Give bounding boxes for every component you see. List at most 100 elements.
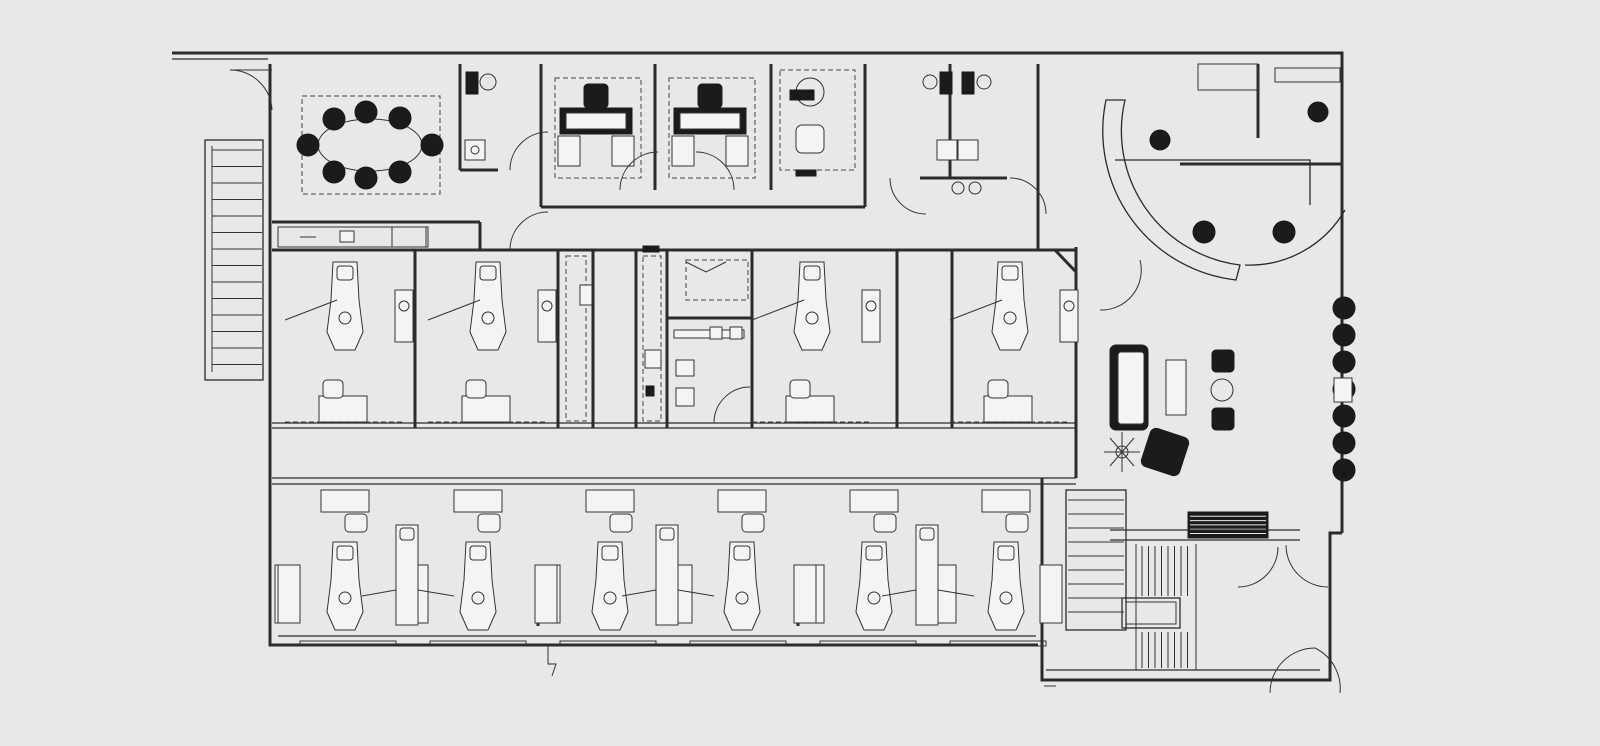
stool [789, 379, 811, 399]
delivery-arm [949, 299, 1003, 321]
desk [318, 395, 368, 423]
sink [1063, 300, 1075, 312]
toilet [675, 359, 695, 377]
cabinet [725, 135, 749, 167]
chair [1149, 129, 1171, 151]
armchair [1211, 407, 1235, 431]
dental-chair [723, 541, 761, 631]
dental-chair [793, 261, 831, 351]
cabinet [537, 289, 557, 343]
chair-base [999, 591, 1013, 605]
doors [229, 69, 1341, 694]
headrest [803, 265, 821, 281]
sink [957, 139, 979, 161]
cabinet [1039, 564, 1063, 624]
cart-head [399, 527, 415, 541]
sink [398, 300, 410, 312]
chair-seat [326, 261, 364, 351]
desk [461, 395, 511, 423]
headrest [997, 545, 1015, 561]
headrest [733, 545, 751, 561]
chair-base [1003, 311, 1017, 325]
sink [936, 139, 958, 161]
conference-chair [296, 133, 320, 157]
conference-chair [420, 133, 444, 157]
headrest [469, 545, 487, 561]
middle-walls [272, 248, 1078, 485]
stool [873, 513, 897, 533]
chair [1192, 220, 1216, 244]
headrest [336, 545, 354, 561]
conference-room [296, 95, 444, 195]
lobby-chair [1332, 404, 1356, 428]
corridor-counter [277, 226, 429, 248]
office-chair [583, 83, 609, 109]
equipment [465, 71, 479, 95]
chair-base [471, 591, 485, 605]
cabinet [394, 289, 414, 343]
chair-seat [987, 541, 1025, 631]
window [949, 640, 1047, 647]
desk [717, 489, 767, 513]
cabinet [861, 289, 881, 343]
dental-chair [991, 261, 1029, 351]
headrest [1001, 265, 1019, 281]
lobby-chair [1332, 431, 1356, 455]
desk [981, 489, 1031, 513]
headrest [601, 545, 619, 561]
delivery-arm [427, 299, 481, 321]
delivery-arm [621, 589, 657, 597]
delivery-arm [284, 299, 338, 321]
landing [1121, 597, 1181, 629]
stair-outline [1065, 489, 1127, 631]
window [559, 640, 657, 647]
sink [675, 387, 695, 407]
chair-base [338, 311, 352, 325]
conference-chair [354, 166, 378, 190]
instrument-cart [655, 524, 679, 626]
stool [609, 513, 633, 533]
delivery-arm [677, 589, 715, 597]
dental-chair [591, 541, 629, 631]
chair-base [805, 311, 819, 325]
column [1333, 377, 1353, 403]
cart-head [919, 527, 935, 541]
cart-head [659, 527, 675, 541]
chair-seat [855, 541, 893, 631]
cabinet [935, 564, 957, 624]
reception-counter [1102, 99, 1241, 281]
potted-plant [1104, 432, 1140, 472]
cabinet [1059, 289, 1079, 343]
stool [987, 379, 1009, 399]
window [299, 640, 397, 647]
armchair [1140, 427, 1190, 477]
conference-chair [322, 160, 346, 184]
delivery-arm [881, 589, 917, 597]
lobby-chair [1332, 296, 1356, 320]
dental-chair [326, 261, 364, 351]
headrest [479, 265, 497, 281]
staircase-left [204, 139, 264, 381]
dental-chair [987, 541, 1025, 631]
conference-chair [354, 100, 378, 124]
dental-chair [326, 541, 364, 631]
stool [477, 513, 501, 533]
chair-seat [723, 541, 761, 631]
lobby-chair [1332, 350, 1356, 374]
conference-chair [388, 106, 412, 130]
desk [983, 395, 1033, 423]
chair-seat [793, 261, 831, 351]
conference-chair [388, 160, 412, 184]
stool [1005, 513, 1029, 533]
dental-chair [459, 541, 497, 631]
instrument-cart [395, 524, 419, 626]
cabinet [534, 564, 558, 624]
desk [320, 489, 370, 513]
desk [849, 489, 899, 513]
chair-seat [326, 541, 364, 631]
window [819, 640, 917, 647]
stool [322, 379, 344, 399]
sink [464, 139, 486, 161]
chair-base [603, 591, 617, 605]
